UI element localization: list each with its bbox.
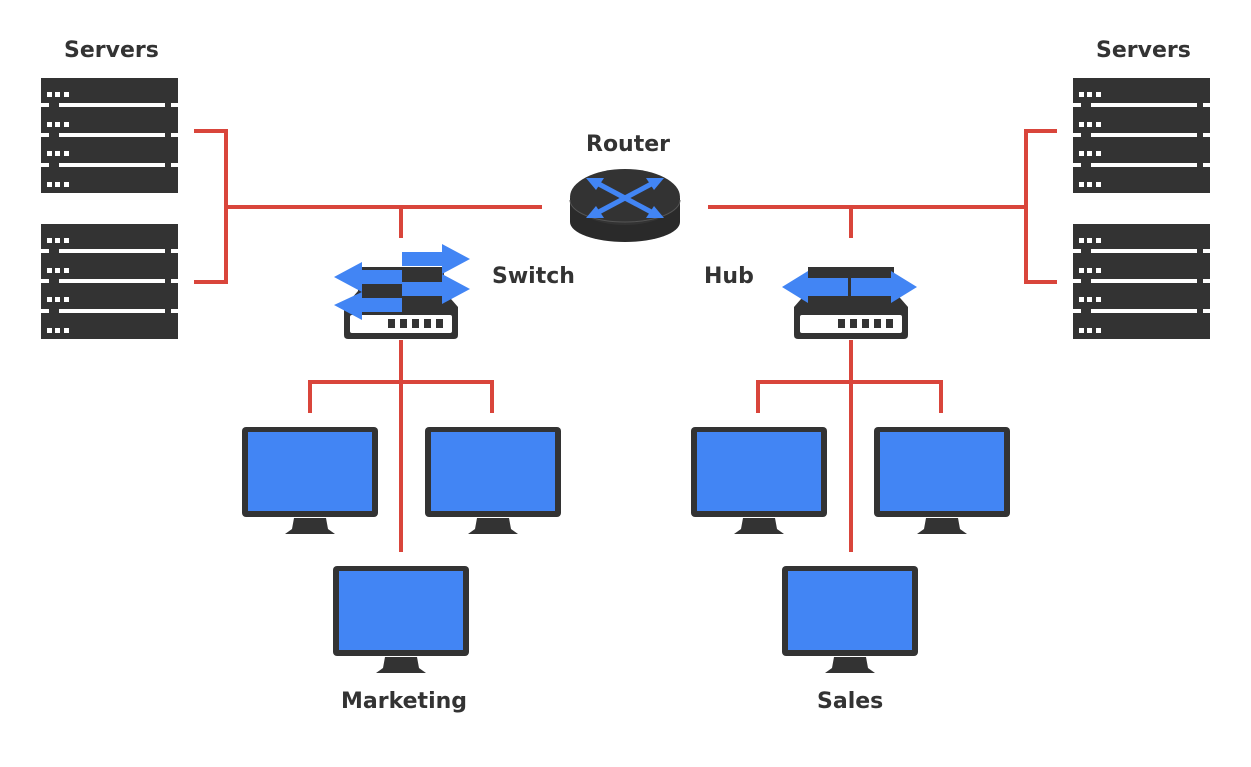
computer <box>333 566 469 673</box>
computer <box>242 427 378 534</box>
marketing-label: Marketing <box>341 689 468 714</box>
link-servers-right <box>708 129 1057 284</box>
hub-label: Hub <box>704 264 754 289</box>
servers-right-group <box>1073 78 1210 339</box>
computer <box>782 566 918 673</box>
router-label: Router <box>586 132 671 157</box>
server-rack <box>1073 224 1210 339</box>
servers-left-label: Servers <box>64 38 159 63</box>
servers-left-group <box>41 78 178 339</box>
server-rack <box>1073 78 1210 193</box>
link-servers-left <box>194 129 542 284</box>
sales-label: Sales <box>817 689 884 714</box>
network-links <box>194 129 1057 552</box>
link-sales <box>756 340 943 552</box>
switch-icon <box>334 244 470 339</box>
computer <box>425 427 561 534</box>
router-icon <box>569 169 681 242</box>
server-rack <box>41 78 178 193</box>
hub-icon <box>782 267 917 339</box>
servers-right-label: Servers <box>1096 38 1191 63</box>
server-rack <box>41 224 178 339</box>
switch-label: Switch <box>492 264 575 289</box>
computer <box>691 427 827 534</box>
computer <box>874 427 1010 534</box>
link-marketing <box>308 340 494 552</box>
